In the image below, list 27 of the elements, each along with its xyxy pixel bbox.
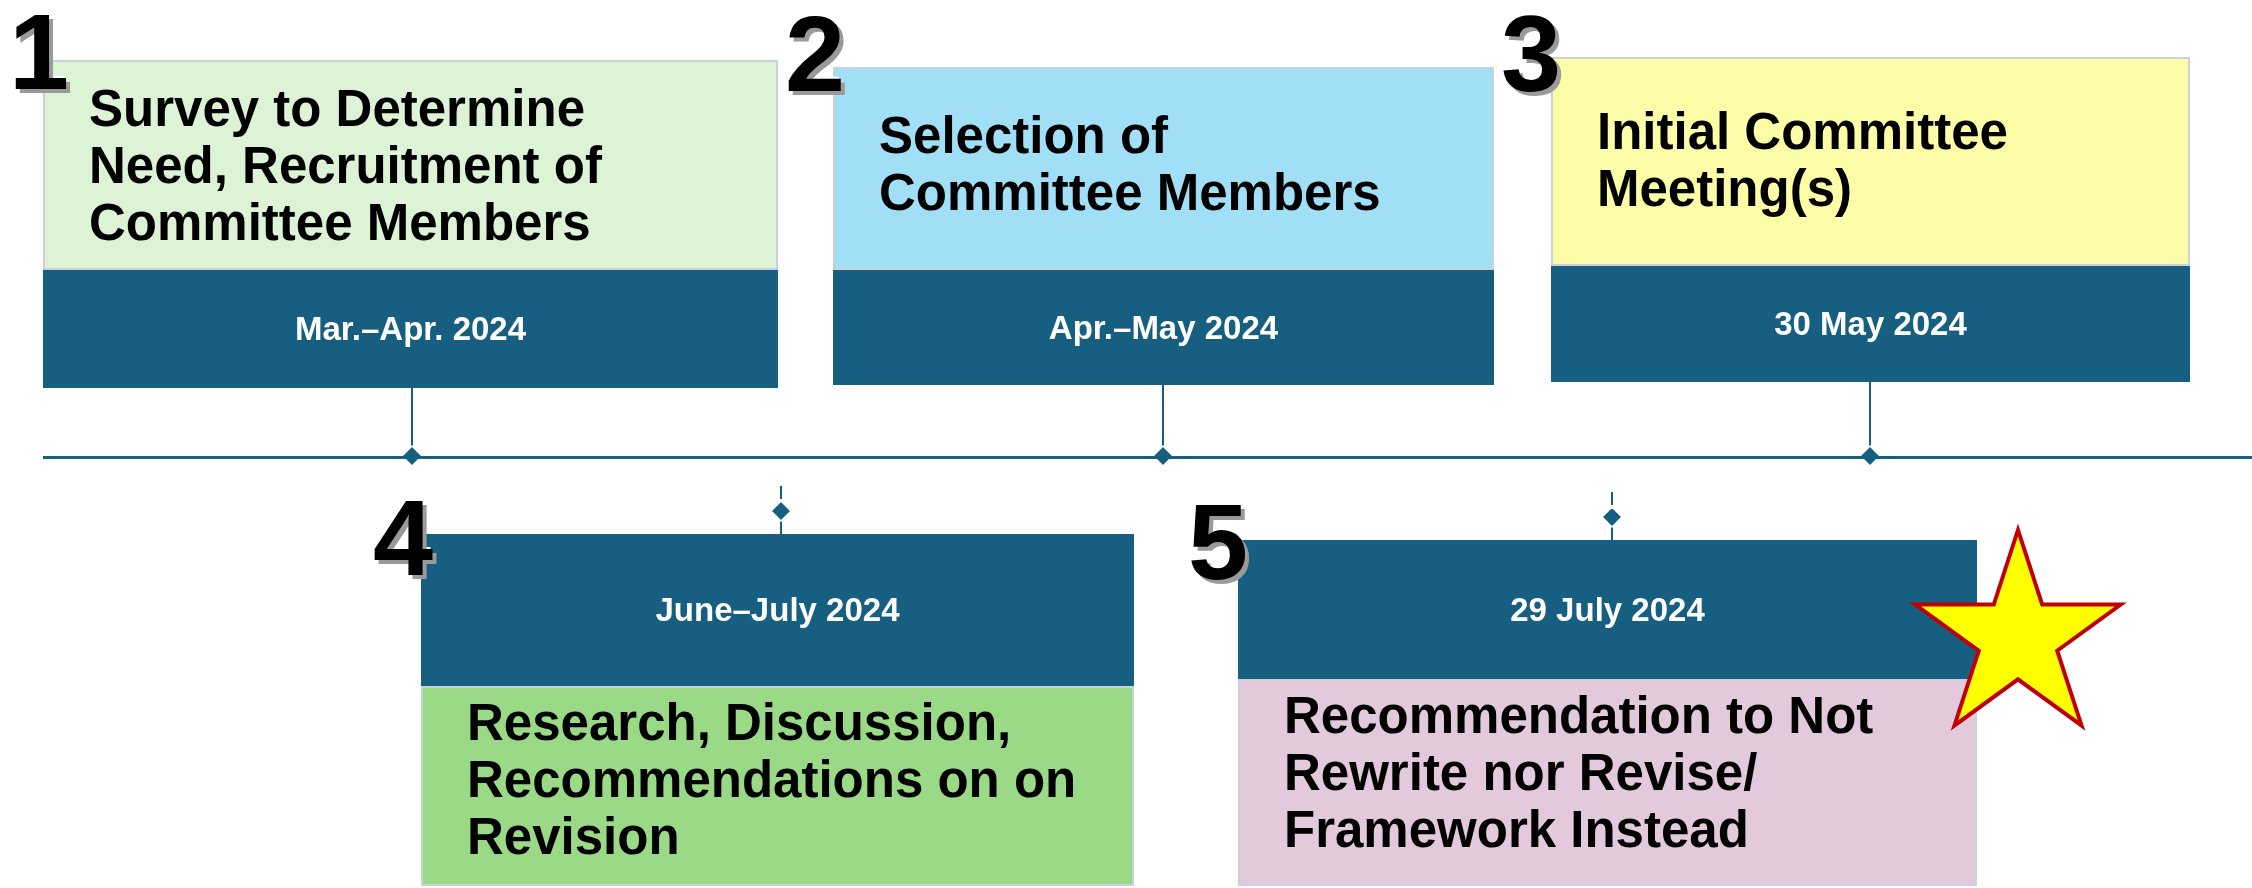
timeline-tick	[1601, 506, 1623, 541]
star-shape	[1909, 523, 2127, 731]
timeline-bar	[43, 456, 2252, 459]
step-number: 2	[785, 0, 846, 108]
milestone-box	[421, 686, 1134, 886]
date-label: June–July 2024	[655, 590, 900, 631]
step-number: 3	[1501, 0, 1562, 108]
milestone-title: Selection of Committee Members	[879, 107, 1382, 222]
milestone-title: Survey to Determine Need, Recruitment of Committee Members	[89, 80, 603, 252]
timeline-tick	[770, 500, 792, 535]
date-label: Apr.–May 2024	[1048, 307, 1279, 348]
timeline-tick	[1152, 384, 1174, 467]
date-label: 29 July 2024	[1510, 589, 1705, 630]
date-bar	[1551, 266, 2190, 382]
step-number: 5	[1188, 488, 1249, 596]
date-bar	[43, 270, 778, 388]
timeline-tick	[401, 387, 423, 467]
date-label: 30 May 2024	[1774, 304, 1967, 345]
step-number: 4	[373, 484, 434, 592]
date-bar	[833, 270, 1494, 385]
milestone-title: Initial Committee Meeting(s)	[1597, 103, 2009, 218]
timeline-tick	[1859, 381, 1881, 467]
milestone-box	[1238, 679, 1977, 886]
milestone-title: Research, Discussion, Recommendations on on Revision	[467, 694, 1078, 866]
step-number: 1	[9, 0, 70, 106]
milestone-title: Recommendation to Not Rewrite nor Revise/ Framework Instead	[1284, 687, 1875, 859]
date-label: Mar.–Apr. 2024	[294, 309, 527, 350]
